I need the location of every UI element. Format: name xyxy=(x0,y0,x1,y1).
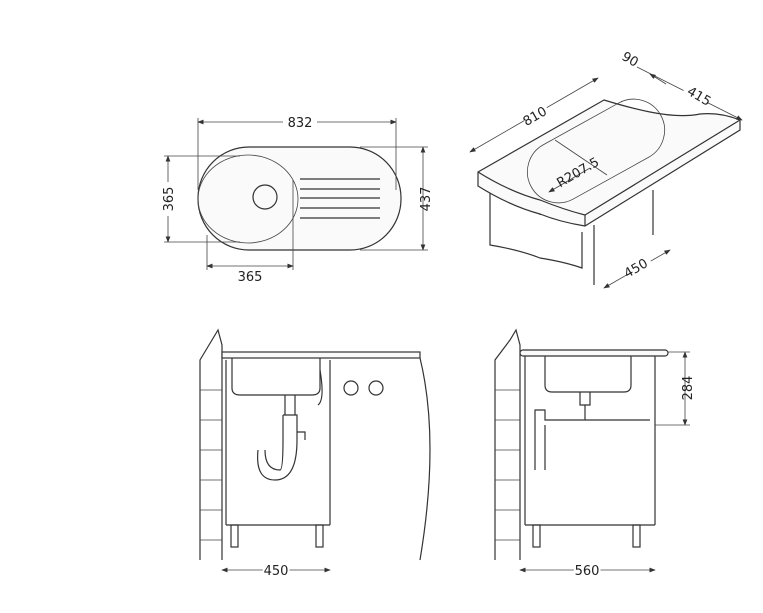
dim-width: 415 xyxy=(684,84,713,109)
sink-rim xyxy=(519,349,669,357)
bowl xyxy=(544,356,632,393)
cabinet xyxy=(225,360,331,526)
dim-bowl-width: 365 xyxy=(238,270,263,285)
front-view: 450 xyxy=(199,328,431,581)
dim-height: 284 xyxy=(681,376,696,401)
wall-icon xyxy=(494,328,521,560)
siphon-pipe xyxy=(257,395,298,481)
bowl-outline xyxy=(197,154,299,244)
drain-icon xyxy=(252,184,278,210)
bowl xyxy=(231,358,321,396)
knob-icon xyxy=(368,380,384,396)
drainer-grooves xyxy=(300,178,380,219)
dim-depth: 437 xyxy=(419,187,434,212)
sink-rim xyxy=(221,351,421,359)
countertop xyxy=(477,99,741,227)
top-view: 832 437 365 365 xyxy=(160,114,434,285)
adjacent-cabinet xyxy=(419,357,431,561)
wall-icon xyxy=(199,328,223,560)
dim-cabinet-width: 450 xyxy=(264,564,289,579)
dim-bowl-depth: 365 xyxy=(162,187,177,212)
siphon-pipe xyxy=(534,392,650,470)
side-view: 560 284 xyxy=(494,328,696,581)
dim-cabinet-width: 560 xyxy=(575,564,600,579)
isometric-view: 810 90 415 R207.5 450 xyxy=(469,49,743,289)
cabinet-front xyxy=(489,180,583,269)
dim-flange: 90 xyxy=(619,49,641,70)
dim-width: 832 xyxy=(288,116,313,131)
knob-icon xyxy=(343,380,359,396)
